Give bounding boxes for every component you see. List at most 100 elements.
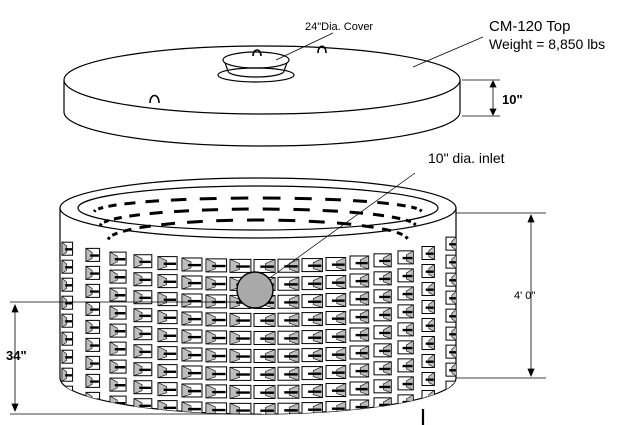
inner-wall-slots bbox=[93, 196, 423, 241]
perforation-slot bbox=[229, 366, 252, 381]
perforation-slot bbox=[277, 330, 300, 345]
perforation-slot bbox=[157, 274, 178, 289]
perforation-slot bbox=[157, 382, 178, 397]
perforation-slot bbox=[205, 276, 228, 291]
inner-slot bbox=[216, 218, 234, 223]
perforation-slot bbox=[349, 345, 370, 360]
inner-slot bbox=[145, 199, 160, 204]
perforation-slot bbox=[253, 348, 276, 363]
perforation-slot bbox=[133, 344, 153, 359]
perforation-slot bbox=[253, 312, 276, 327]
cover-leader bbox=[275, 32, 334, 61]
perforation-slot bbox=[445, 236, 456, 251]
inner-slot bbox=[170, 197, 187, 202]
perforation-slot bbox=[109, 377, 127, 392]
perforation-slot bbox=[301, 366, 323, 381]
perforation-slot bbox=[373, 271, 392, 286]
perforation-slot bbox=[373, 307, 392, 322]
lifting-loop-icon bbox=[149, 94, 160, 104]
perforation-slot bbox=[229, 258, 252, 273]
perforation-slot bbox=[445, 326, 456, 341]
perforation-slot bbox=[349, 255, 370, 270]
perforation-slot bbox=[181, 275, 203, 290]
perforation-slot bbox=[325, 329, 347, 344]
perforation-slot bbox=[325, 293, 347, 308]
inner-slot bbox=[412, 222, 417, 227]
perforation-slot bbox=[205, 366, 228, 381]
inlet-leader bbox=[270, 172, 416, 278]
perforation-slot bbox=[181, 383, 203, 398]
inner-slot bbox=[97, 205, 104, 211]
inner-slot bbox=[418, 208, 423, 213]
base-rim bbox=[59, 177, 457, 239]
perforation-slot bbox=[325, 401, 347, 414]
inner-slot bbox=[308, 219, 325, 224]
small-cover-base bbox=[217, 67, 295, 83]
perforation-slot bbox=[349, 399, 370, 414]
perforation-slot bbox=[61, 367, 74, 382]
perforation-slot bbox=[277, 258, 300, 273]
perforation-slot bbox=[373, 361, 392, 376]
perforation-slot bbox=[373, 325, 392, 340]
perforation-slot bbox=[253, 330, 276, 345]
perforation-slot bbox=[205, 312, 228, 327]
inner-slot bbox=[372, 212, 385, 218]
inlet-height-label: 34" bbox=[6, 348, 27, 363]
perforation-slot bbox=[109, 251, 127, 266]
height-dimension bbox=[456, 212, 546, 379]
perforation-slot bbox=[181, 257, 203, 272]
perforation-slot bbox=[445, 272, 456, 287]
perforation-slot bbox=[421, 317, 435, 333]
perforation-slot bbox=[109, 323, 127, 338]
lifting-loop-icon bbox=[252, 49, 262, 57]
perforation-slot bbox=[445, 344, 456, 359]
inner-slot bbox=[391, 215, 401, 221]
inner-slot bbox=[201, 208, 219, 212]
inner-slot bbox=[410, 205, 418, 210]
inner-slot bbox=[108, 203, 117, 208]
perforation-slot bbox=[349, 327, 370, 342]
inner-slot bbox=[111, 231, 118, 237]
inner-slot bbox=[293, 207, 310, 212]
perforation-slot bbox=[157, 292, 178, 307]
perforation-slot bbox=[373, 397, 392, 412]
perforation-grid bbox=[61, 236, 456, 414]
perforation-slot bbox=[61, 349, 74, 364]
inner-slot bbox=[353, 199, 367, 203]
perforation-slot bbox=[421, 281, 435, 297]
inner-slot bbox=[98, 222, 103, 227]
top-title-label: CM-120 Top bbox=[489, 18, 570, 35]
inlet-label: 10" dia. inlet bbox=[428, 150, 505, 166]
perforation-slot bbox=[61, 259, 74, 274]
perforation-slot bbox=[277, 294, 300, 309]
perforation-slot bbox=[181, 293, 203, 308]
perforation-slot bbox=[85, 283, 101, 298]
perforation-slot bbox=[277, 276, 300, 291]
perforation-slot bbox=[277, 348, 300, 363]
perforation-slot bbox=[85, 265, 101, 280]
perforation-slot bbox=[61, 313, 74, 328]
lid-thickness-label: 10" bbox=[502, 92, 523, 107]
inner-slot bbox=[325, 197, 341, 202]
inlet-height-dimension bbox=[10, 303, 262, 415]
perforation-slot bbox=[325, 275, 347, 290]
perforation-slot bbox=[85, 373, 101, 388]
perforation-slot bbox=[325, 257, 347, 272]
perforation-slot bbox=[325, 347, 347, 362]
perforation-slot bbox=[445, 308, 456, 323]
inner-slot bbox=[129, 213, 141, 218]
perforation-slot bbox=[157, 346, 178, 361]
perforation-slot bbox=[133, 254, 153, 269]
perforation-slot bbox=[205, 294, 228, 309]
inner-slot bbox=[174, 209, 190, 214]
perforation-slot bbox=[253, 402, 276, 414]
perforation-slot bbox=[397, 250, 414, 265]
inner-slot bbox=[405, 218, 412, 224]
perforation-slot bbox=[205, 384, 228, 399]
base bbox=[59, 177, 457, 415]
perforation-slot bbox=[133, 380, 153, 395]
perforation-slot bbox=[373, 343, 392, 358]
perforation-slot bbox=[373, 379, 392, 394]
perforation-slot bbox=[421, 371, 435, 387]
perforation-slot bbox=[349, 363, 370, 378]
